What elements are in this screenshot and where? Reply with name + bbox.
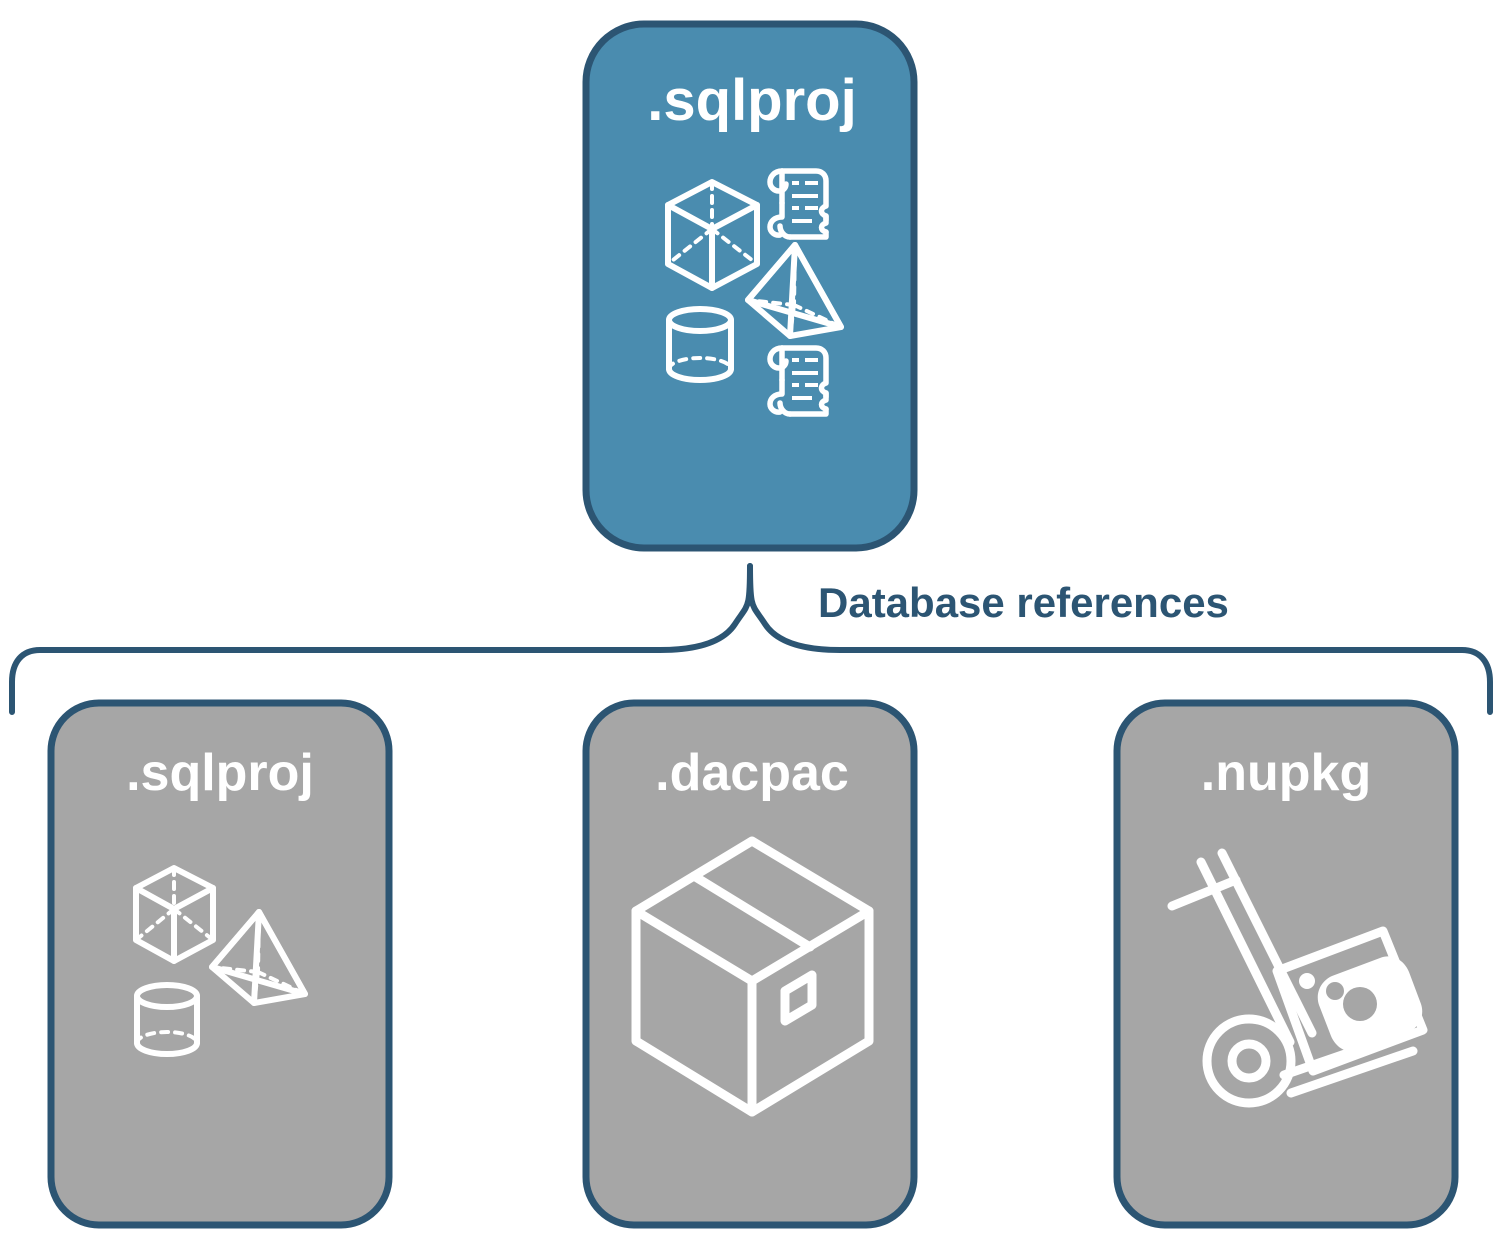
child-nupkg-label: .nupkg [1201, 744, 1371, 802]
shipping-box-icon [631, 836, 874, 1117]
node-child-sqlproj[interactable]: .sqlproj [47, 699, 393, 1229]
parent-node-card[interactable] [582, 20, 918, 552]
child-sqlproj-card[interactable] [47, 699, 393, 1229]
brace-right-arm [747, 563, 1493, 715]
cylinder-wireframe-icon [134, 982, 200, 1057]
node-child-nupkg[interactable]: .nupkg [1113, 699, 1459, 1229]
child-sqlproj-icon-cluster [133, 865, 308, 1057]
pyramid-wireframe-icon [745, 242, 844, 339]
hand-truck-package-icon [1167, 848, 1428, 1108]
child-dacpac-card[interactable] [582, 699, 918, 1229]
cube-wireframe-icon [133, 865, 216, 964]
cylinder-wireframe-icon [666, 306, 734, 383]
node-child-dacpac[interactable]: .dacpac [582, 699, 918, 1229]
scroll-script-icon-bottom [767, 345, 829, 417]
child-dacpac-label: .dacpac [655, 744, 849, 802]
parent-node-label: .sqlproj [647, 68, 856, 133]
child-sqlproj-label: .sqlproj [126, 744, 314, 802]
brace-connector [9, 563, 1493, 715]
parent-node-icon-cluster [665, 168, 844, 417]
scroll-script-icon-top [767, 168, 829, 240]
node-parent-sqlproj[interactable]: .sqlproj [582, 20, 918, 552]
brace-left-arm [9, 563, 753, 715]
connector-label: Database references [818, 579, 1229, 626]
cube-wireframe-icon [665, 179, 760, 291]
pyramid-wireframe-icon [209, 909, 308, 1006]
